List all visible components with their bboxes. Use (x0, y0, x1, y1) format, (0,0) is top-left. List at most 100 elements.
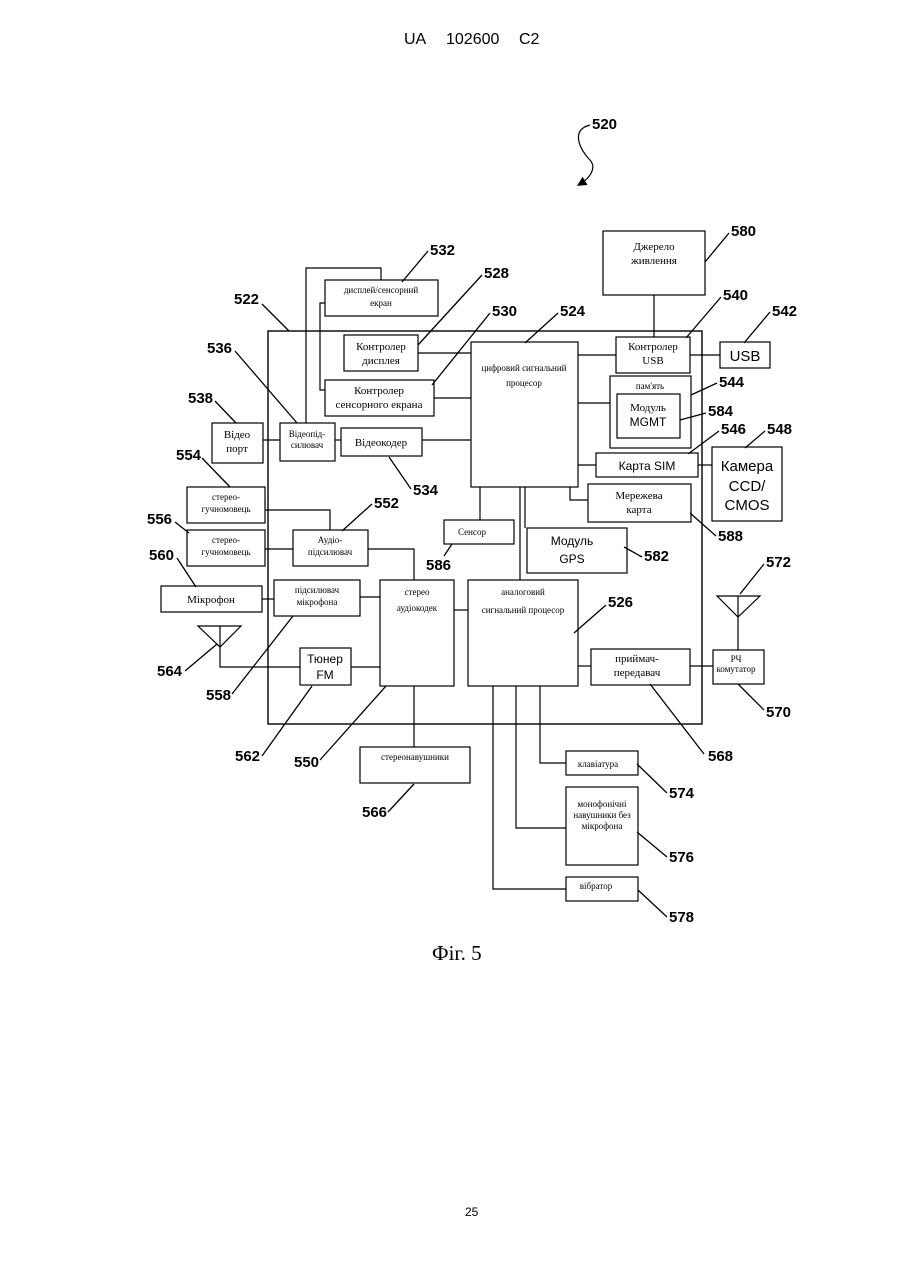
mono-headset-block: монофонічні навушники без мікрофона (566, 787, 638, 865)
svg-text:570: 570 (766, 704, 791, 721)
svg-text:підсилювач: підсилювач (295, 585, 340, 595)
transceiver-block: приймач- передавач (591, 649, 690, 685)
svg-text:монофонічні: монофонічні (577, 799, 627, 809)
svg-text:550: 550 (294, 754, 319, 771)
svg-text:USB: USB (642, 355, 663, 367)
svg-text:558: 558 (206, 687, 231, 704)
network-card-block: Мережева карта (588, 484, 691, 522)
mgmt-block: Модуль MGMT (617, 394, 680, 438)
header-number: 102600 (446, 31, 499, 48)
svg-text:FM: FM (316, 668, 333, 682)
svg-text:карта: карта (626, 504, 651, 516)
svg-text:Модуль: Модуль (551, 534, 594, 548)
svg-text:538: 538 (188, 390, 213, 407)
svg-text:Тюнер: Тюнер (307, 652, 343, 666)
svg-text:574: 574 (669, 785, 695, 802)
svg-text:стерео-: стерео- (212, 535, 240, 545)
patent-header: UA 102600 C2 (404, 31, 540, 48)
svg-text:передавач: передавач (614, 667, 661, 679)
svg-text:564: 564 (157, 663, 183, 680)
video-amp-block: Відеопід- силювач (280, 423, 335, 461)
svg-text:548: 548 (767, 421, 792, 438)
power-block: Джерело живлення (603, 231, 705, 295)
svg-text:процесор: процесор (506, 378, 542, 388)
svg-text:552: 552 (374, 495, 399, 512)
svg-text:комутатор: комутатор (716, 664, 756, 674)
svg-text:534: 534 (413, 482, 439, 499)
svg-text:гучномовець: гучномовець (201, 547, 250, 557)
svg-text:578: 578 (669, 909, 694, 926)
svg-text:582: 582 (644, 548, 669, 565)
video-encoder-block: Відеокодер (341, 428, 422, 456)
svg-text:566: 566 (362, 804, 387, 821)
svg-text:аудіокодек: аудіокодек (397, 603, 438, 613)
svg-text:584: 584 (708, 403, 734, 420)
svg-text:Карта SIM: Карта SIM (619, 459, 676, 473)
svg-text:Аудіо-: Аудіо- (318, 535, 343, 545)
svg-text:Модуль: Модуль (630, 402, 666, 414)
keyboard-block: клавіатура (566, 751, 638, 775)
touch-controller-block: Контролер сенсорного екрана (325, 380, 434, 416)
svg-text:Контролер: Контролер (628, 341, 678, 353)
video-port-block: Відео порт (212, 423, 263, 463)
svg-text:сигнальний процесор: сигнальний процесор (482, 605, 565, 615)
usb-block: USB (720, 342, 770, 368)
antenna-fm-icon (198, 626, 241, 647)
stereo-codec-block: стерео аудіокодек (380, 580, 454, 686)
svg-text:USB: USB (730, 348, 761, 365)
reference-numerals: 532 528 530 524 580 540 542 544 584 546 … (147, 223, 797, 926)
audio-amp-block: Аудіо- підсилювач (293, 530, 368, 566)
svg-text:Відео: Відео (224, 429, 251, 441)
svg-text:цифровий сигнальний: цифровий сигнальний (481, 363, 566, 373)
svg-text:підсилювач: підсилювач (308, 547, 353, 557)
svg-text:530: 530 (492, 303, 517, 320)
svg-text:Сенсор: Сенсор (458, 527, 486, 537)
svg-text:532: 532 (430, 242, 455, 259)
svg-text:544: 544 (719, 374, 745, 391)
ref-board: 522 (234, 291, 259, 308)
svg-text:572: 572 (766, 554, 791, 571)
display-controller-block: Контролер дисплея (344, 335, 418, 371)
svg-text:Джерело: Джерело (633, 241, 675, 253)
microphone-block: Мікрофон (161, 586, 262, 612)
svg-text:Контролер: Контролер (356, 341, 406, 353)
svg-text:приймач-: приймач- (615, 653, 659, 665)
camera-block: Камера CCD/ CMOS (712, 447, 782, 521)
asp-block: аналоговий сигнальний процесор (468, 580, 578, 686)
svg-text:порт: порт (226, 443, 248, 455)
svg-text:силювач: силювач (291, 440, 324, 450)
svg-text:524: 524 (560, 303, 586, 320)
mic-amp-block: підсилювач мікрофона (274, 580, 360, 616)
svg-text:Мікрофон: Мікрофон (187, 594, 235, 606)
antenna-rf-icon (717, 596, 760, 617)
fm-tuner-block: Тюнер FM (300, 648, 351, 685)
usb-controller-block: Контролер USB (616, 337, 690, 373)
headphones-block: стереонавушники (360, 747, 470, 783)
svg-text:542: 542 (772, 303, 797, 320)
svg-text:562: 562 (235, 748, 260, 765)
svg-text:554: 554 (176, 447, 202, 464)
svg-text:560: 560 (149, 547, 174, 564)
svg-text:клавіатура: клавіатура (578, 759, 618, 769)
svg-text:аналоговий: аналоговий (501, 587, 545, 597)
svg-text:536: 536 (207, 340, 232, 357)
ref-system-label: 520 (592, 116, 617, 133)
svg-text:Камера: Камера (721, 458, 774, 475)
header-kind: C2 (519, 31, 540, 48)
rf-switch-block: РЧ комутатор (713, 650, 764, 684)
svg-text:стерео: стерео (405, 587, 430, 597)
svg-text:Контролер: Контролер (354, 385, 404, 397)
svg-text:дисплея: дисплея (362, 355, 400, 367)
svg-text:GPS: GPS (559, 552, 584, 566)
svg-text:стереонавушники: стереонавушники (381, 752, 449, 762)
svg-text:526: 526 (608, 594, 633, 611)
speaker1-block: стерео- гучномовець (187, 487, 265, 523)
svg-text:580: 580 (731, 223, 756, 240)
svg-text:гучномовець: гучномовець (201, 504, 250, 514)
speaker2-block: стерео- гучномовець (187, 530, 265, 566)
svg-text:живлення: живлення (630, 255, 677, 267)
svg-text:576: 576 (669, 849, 694, 866)
svg-text:528: 528 (484, 265, 509, 282)
